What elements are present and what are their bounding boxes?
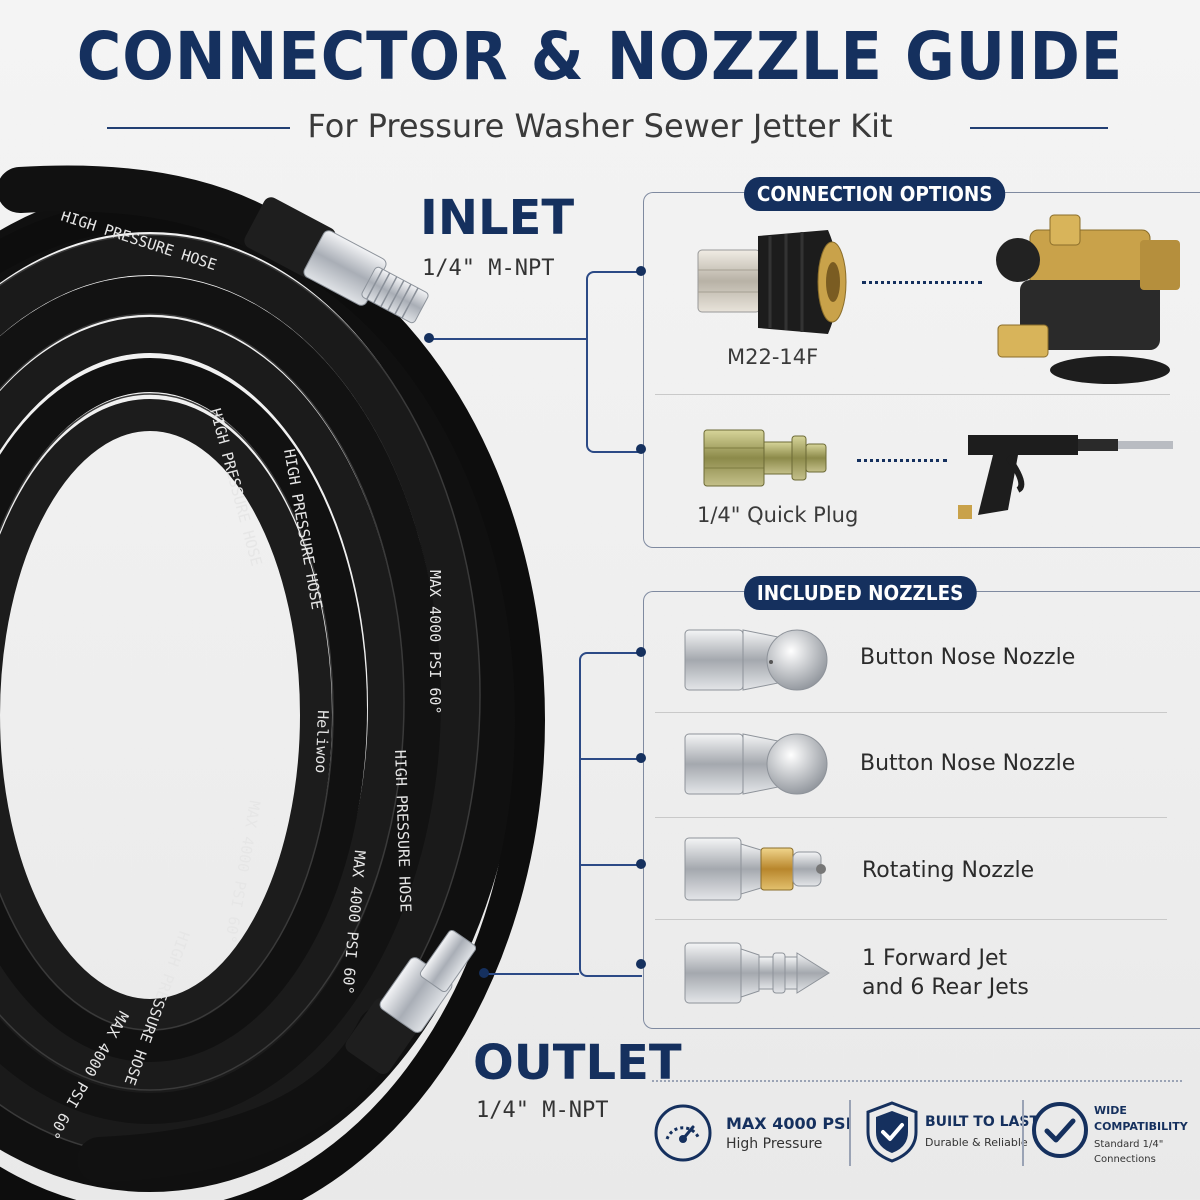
nozzle-label-4-line2: and 6 Rear Jets (862, 975, 1029, 1000)
outlet-bracket (579, 652, 642, 977)
feature-title-compat-line2: COMPATIBILITY (1094, 1120, 1188, 1133)
subtitle-rule-left (107, 127, 290, 129)
feature-separator-2 (1022, 1100, 1024, 1166)
connection-options-divider (655, 394, 1170, 395)
feature-sub-compat-line1: Standard 1/4" (1094, 1139, 1164, 1150)
nozzle-label-2: Button Nose Nozzle (860, 751, 1076, 776)
nozzle-label-3: Rotating Nozzle (862, 858, 1035, 883)
nozzle-divider-1 (655, 712, 1167, 713)
gauge-icon (654, 1104, 712, 1162)
connection-dot-1 (636, 266, 646, 276)
included-nozzles-heading: INCLUDED NOZZLES (744, 576, 977, 610)
button-nose-nozzle-icon (684, 733, 828, 795)
nozzle-branch-2 (581, 758, 640, 760)
nozzle-dot-3 (636, 859, 646, 869)
pump-icon (996, 214, 1180, 384)
forward-rear-jet-nozzle-icon (684, 942, 830, 1004)
connection-options-heading: CONNECTION OPTIONS (744, 177, 1006, 211)
outlet-dot (479, 968, 489, 978)
check-circle-icon (1032, 1102, 1088, 1158)
inlet-hose-end (0, 165, 429, 324)
m22-coupler-icon (697, 230, 847, 334)
nozzle-dot-1 (636, 647, 646, 657)
feature-sub-compat-line2: Connections (1094, 1154, 1156, 1165)
nozzle-divider-2 (655, 817, 1167, 818)
quick-plug-icon (703, 429, 827, 487)
hose-print-2: HIGH PRESSURE HOSE (391, 750, 415, 913)
feature-sub-pressure: High Pressure (726, 1136, 823, 1152)
spray-gun-icon (958, 435, 1173, 519)
feature-sub-durable: Durable & Reliable (925, 1136, 1028, 1149)
nozzle-label-1: Button Nose Nozzle (860, 645, 1076, 670)
rotating-nozzle-icon (684, 837, 826, 901)
inlet-bracket (586, 271, 642, 453)
hose-coil-illustration: MAX 4000 PSI 60° HIGH PRESSURE HOSE MAX … (0, 165, 545, 1200)
feature-title-compat-line1: WIDE (1094, 1104, 1127, 1117)
button-nose-nozzle-icon (684, 629, 828, 691)
inlet-dot (424, 333, 434, 343)
hose-print-1: MAX 4000 PSI 60° (426, 570, 444, 715)
feature-title-durable: BUILT TO LAST (925, 1114, 1039, 1130)
nozzle-divider-3 (655, 919, 1167, 920)
inlet-spec: 1/4" M-NPT (422, 256, 555, 281)
inlet-connector-line (430, 338, 586, 340)
subtitle-rule-right (970, 127, 1108, 129)
inlet-title: INLET (420, 190, 575, 246)
page-subtitle: For Pressure Washer Sewer Jetter Kit (307, 107, 893, 145)
nozzle-dot-2 (636, 753, 646, 763)
connection-dotted-line-1 (862, 281, 982, 284)
shield-check-icon (866, 1101, 918, 1163)
hose-print-4: Heliwoo (312, 710, 332, 774)
nozzle-label-4-line1: 1 Forward Jet (862, 946, 1008, 971)
connection-dot-2 (636, 444, 646, 454)
connection-dotted-line-2 (857, 459, 947, 462)
hose-loops (0, 188, 545, 1200)
outlet-hose-end (77, 929, 477, 1183)
features-top-rule (652, 1080, 1182, 1082)
outlet-connector-line (485, 973, 579, 975)
outlet-title: OUTLET (473, 1035, 682, 1091)
connection-label-m22: M22-14F (727, 345, 819, 369)
page-title: CONNECTOR & NOZZLE GUIDE (76, 18, 1124, 95)
connection-label-quick-plug: 1/4" Quick Plug (697, 503, 859, 527)
outlet-spec: 1/4" M-NPT (476, 1098, 609, 1123)
nozzle-branch-3 (581, 864, 640, 866)
feature-separator-1 (849, 1100, 851, 1166)
feature-title-pressure: MAX 4000 PSI (726, 1114, 852, 1133)
nozzle-dot-4 (636, 959, 646, 969)
